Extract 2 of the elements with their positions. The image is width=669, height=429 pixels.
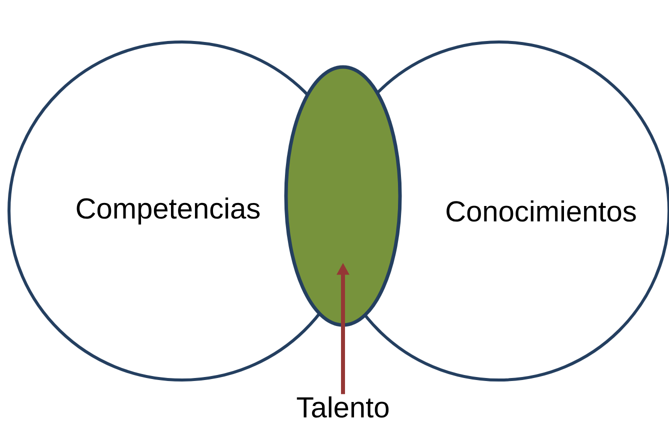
caption-text: Talento xyxy=(296,396,389,418)
intersection-ellipse xyxy=(284,65,402,327)
